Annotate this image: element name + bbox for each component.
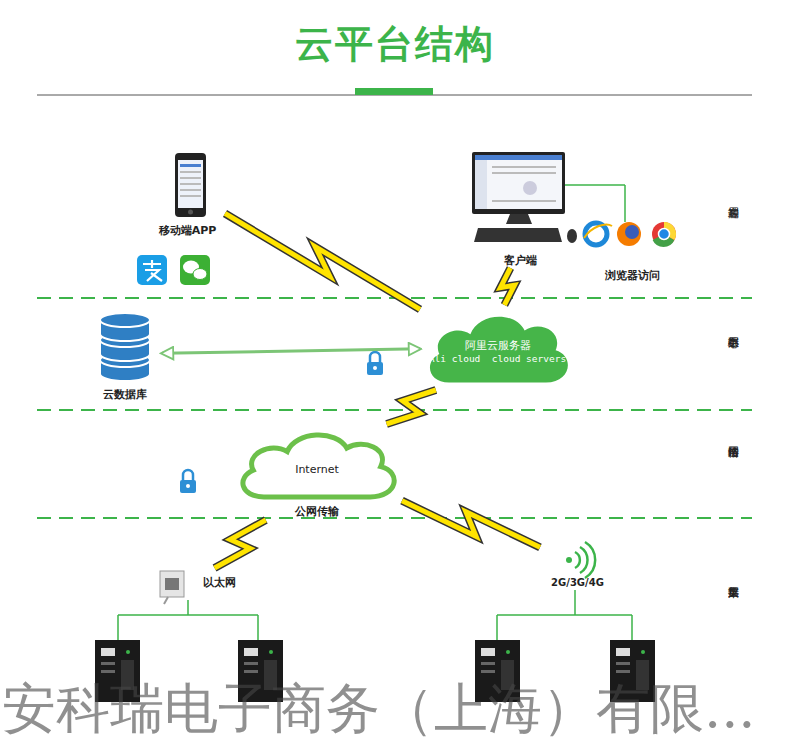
lightning-outline [402, 501, 540, 548]
alipay-icon [137, 255, 167, 285]
lightning-outline [387, 390, 436, 424]
lightning-link [500, 268, 514, 305]
lightning-link [402, 501, 540, 548]
node-text: 客户端 [445, 254, 595, 268]
title-text: 云平台结构 [0, 20, 790, 68]
lightning-outline [215, 520, 266, 568]
browser-caption: 浏览器访问 [605, 268, 660, 283]
database-icon [100, 313, 150, 381]
browser-link [624, 185, 626, 222]
node-text: 以太网 [203, 576, 236, 590]
node-text: 2G/3G/4G [520, 576, 635, 589]
internet-node: Internet公网传输 [232, 424, 402, 520]
lightning-fill [402, 501, 540, 548]
ethernet-icon [160, 571, 184, 604]
ethernet-node: 以太网 [155, 568, 240, 600]
watermark: 安科瑞电子商务（上海）有限... [2, 680, 756, 738]
node-text: Internet [212, 463, 422, 477]
lightning-fill [215, 520, 266, 568]
node-text: 阿里云服务器 [400, 339, 595, 353]
lightning-link [215, 520, 266, 568]
node-text: 移动端APP [130, 224, 245, 238]
lightning-outline [225, 213, 420, 309]
lightning-outline [500, 268, 514, 305]
layer-dividers [37, 298, 752, 518]
wireless-icon [566, 542, 595, 578]
lightning-link [387, 390, 436, 424]
wireless-node: 2G/3G/4G [540, 530, 615, 590]
lightning-fill [225, 213, 420, 309]
lightning-link [225, 213, 420, 309]
lightning-fill [500, 268, 514, 305]
phone-icon [175, 153, 206, 217]
client-node: 客户端 [465, 150, 575, 268]
wechat-icon [180, 255, 210, 285]
cloud-server-node: 阿里云服务器Ali cloud cloud servers [420, 305, 575, 390]
browser-icons [584, 222, 676, 247]
lock-icon [367, 352, 383, 375]
bus-wiring [118, 590, 632, 640]
lock-icon [180, 470, 196, 493]
database-node: 云数据库 [88, 305, 162, 403]
arrow-line [162, 349, 420, 354]
phone-node: 移动端APP [150, 150, 225, 240]
browser-link [565, 184, 625, 186]
node-text: Ali cloud cloud servers [400, 353, 595, 366]
computer-icon [472, 152, 577, 243]
title-bar [355, 88, 433, 95]
node-text: 公网传输 [212, 505, 422, 519]
data-sync-arrow [162, 349, 420, 354]
node-text: 云数据库 [68, 388, 182, 402]
lightning-fill [387, 390, 436, 424]
